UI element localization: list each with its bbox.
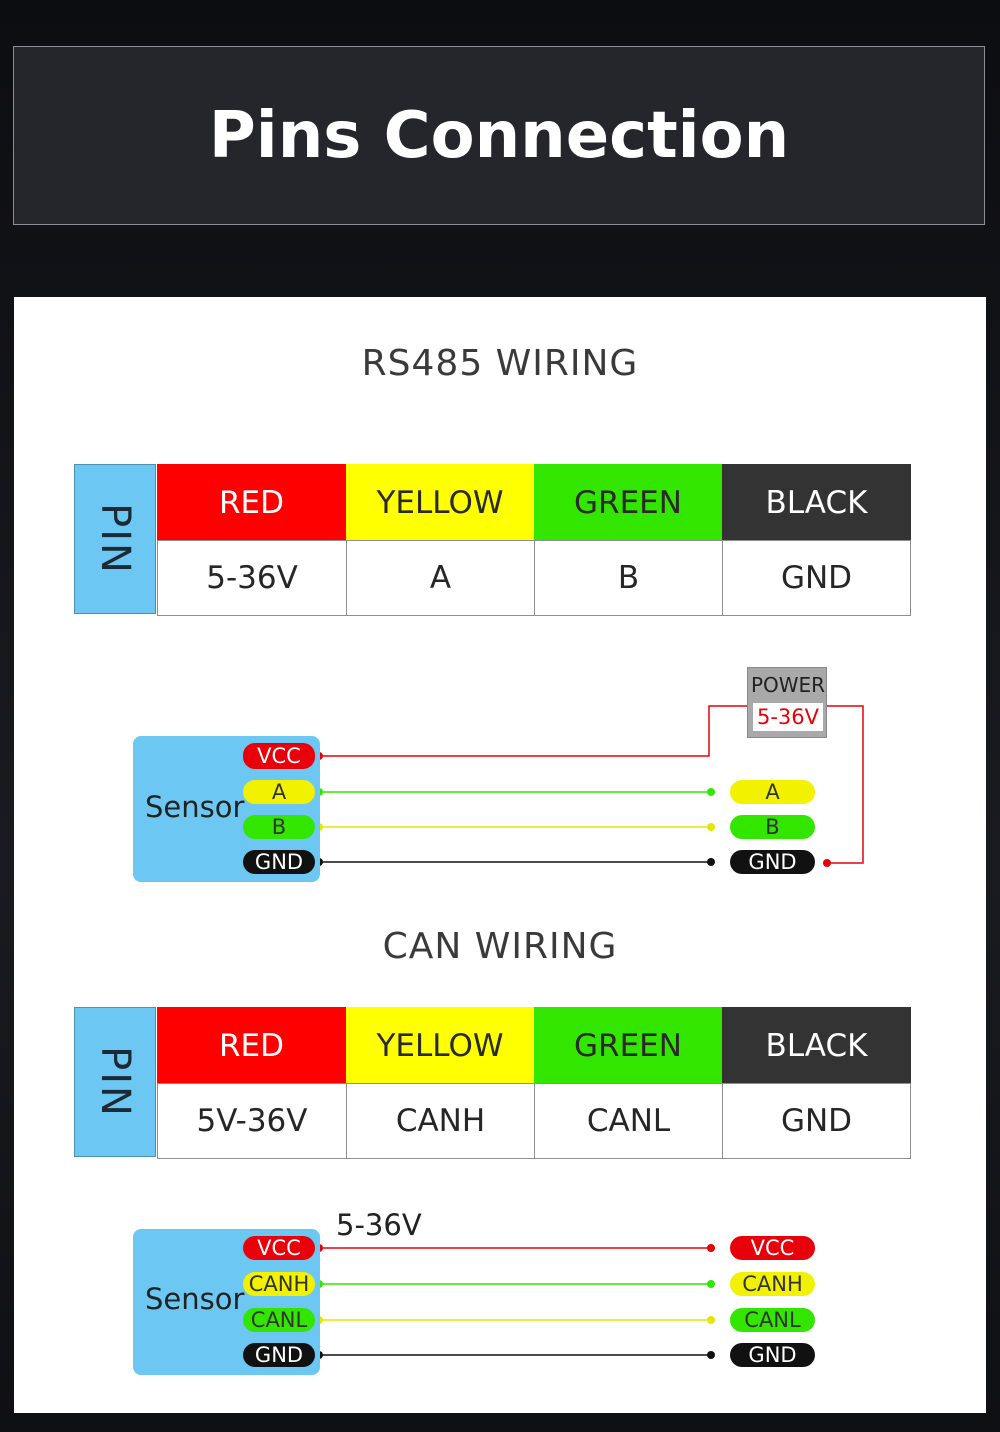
rs485-sensor-pin-gnd: GND: [243, 850, 315, 874]
can-title: CAN WIRING: [382, 926, 618, 967]
value-red: 5V-36V: [157, 1083, 347, 1159]
can-pin-table: PIN RED YELLOW GREEN BLACK 5V-36V CANH C…: [74, 1007, 911, 1159]
rs485-sensor-pin-b: B: [243, 815, 315, 839]
can-target-pin-vcc: VCC: [730, 1236, 815, 1260]
color-red: RED: [157, 1007, 346, 1084]
power-supply: POWER 5-36V: [747, 667, 827, 738]
can-target-pin-canh: CANH: [730, 1272, 815, 1296]
pin-label-cell: PIN: [74, 1007, 156, 1157]
rs485-title: RS485 WIRING: [361, 343, 639, 384]
can-dot-canl-end: [707, 1316, 715, 1324]
wire-vcc: [319, 705, 747, 757]
pin-label: PIN: [92, 1046, 138, 1118]
value-green: B: [534, 540, 723, 616]
power-label: POWER: [750, 673, 826, 697]
can-dot-canh-end: [707, 1280, 715, 1288]
value-black: GND: [722, 540, 911, 616]
power-voltage: 5-36V: [753, 703, 823, 731]
color-yellow: YELLOW: [346, 464, 534, 541]
color-green: GREEN: [534, 464, 722, 541]
color-red: RED: [157, 464, 346, 541]
dot-b-end: [707, 823, 715, 831]
pin-label-cell: PIN: [74, 464, 156, 614]
can-sensor-pin-vcc: VCC: [243, 1236, 315, 1260]
value-red: 5-36V: [157, 540, 347, 616]
can-dot-vcc-end: [707, 1244, 715, 1252]
wire-power-gnd: [827, 705, 864, 864]
dot-power-gnd: [823, 859, 831, 867]
rs485-pin-table: PIN RED YELLOW GREEN BLACK 5-36V A B GND: [74, 464, 911, 616]
color-black: BLACK: [722, 464, 911, 541]
rs485-sensor-label: Sensor: [145, 790, 245, 824]
page-title: Pins Connection: [208, 98, 790, 173]
can-target-pin-canl: CANL: [730, 1308, 815, 1332]
value-green: CANL: [534, 1083, 723, 1159]
can-sensor-pin-gnd: GND: [243, 1343, 315, 1367]
rs485-sensor-pin-vcc: VCC: [243, 743, 315, 769]
value-yellow: CANH: [346, 1083, 535, 1159]
can-sensor-pin-canl: CANL: [243, 1308, 315, 1332]
title-banner: Pins Connection: [13, 46, 985, 225]
can-target-pin-gnd: GND: [730, 1343, 815, 1367]
rs485-sensor-pin-a: A: [243, 780, 315, 804]
can-sensor-label: Sensor: [145, 1282, 245, 1316]
can-dot-gnd-end: [707, 1351, 715, 1359]
value-black: GND: [722, 1083, 911, 1159]
color-black: BLACK: [722, 1007, 911, 1084]
dot-a-end: [707, 788, 715, 796]
color-yellow: YELLOW: [346, 1007, 534, 1084]
rs485-target-pin-b: B: [730, 815, 815, 839]
dot-gnd-end: [707, 858, 715, 866]
can-sensor-pin-canh: CANH: [243, 1272, 315, 1296]
rs485-target-pin-a: A: [730, 780, 815, 804]
rs485-target-pin-gnd: GND: [730, 850, 815, 874]
value-yellow: A: [346, 540, 535, 616]
color-green: GREEN: [534, 1007, 722, 1084]
can-voltage-label: 5-36V: [336, 1208, 422, 1242]
